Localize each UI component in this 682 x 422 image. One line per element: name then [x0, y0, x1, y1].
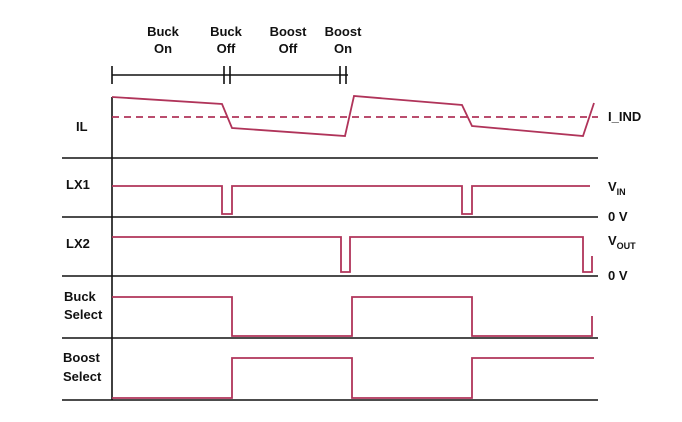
row-label-boost-select-line1: Boost — [63, 350, 101, 365]
phase-1-label-line1: Buck — [147, 24, 180, 39]
zero-v-label-lx1: 0 V — [608, 209, 628, 224]
i-ind-label: I_IND — [608, 109, 641, 124]
row-label-lx1: LX1 — [66, 177, 90, 192]
inductor-current-waveform — [111, 95, 595, 137]
lx2-waveform — [112, 236, 593, 273]
buck-select-waveform — [112, 296, 593, 337]
zero-v-label-lx2: 0 V — [608, 268, 628, 283]
phase-2-label-line2: Off — [217, 41, 236, 56]
vin-main: V — [608, 179, 617, 194]
phase-4-label-line2: On — [334, 41, 352, 56]
boost-select-waveform — [112, 357, 594, 399]
vin-label: VIN — [608, 179, 626, 197]
phase-3-label-line2: Off — [279, 41, 298, 56]
vin-subscript: IN — [617, 187, 626, 197]
phase-1-label-line2: On — [154, 41, 172, 56]
lx1-waveform — [112, 185, 590, 215]
row-label-lx2: LX2 — [66, 236, 90, 251]
phase-4-label-line1: Boost — [325, 24, 363, 39]
row-label-boost-select-line2: Select — [63, 369, 102, 384]
row-label-buck-select-line1: Buck — [64, 289, 97, 304]
row-label-il: IL — [76, 119, 88, 134]
phase-bracket — [111, 66, 348, 84]
row-label-buck-select-line2: Select — [64, 307, 103, 322]
phase-2-label-line1: Buck — [210, 24, 243, 39]
diagram-grid — [62, 97, 598, 401]
vout-subscript: OUT — [617, 241, 637, 251]
vout-main: V — [608, 233, 617, 248]
vout-label: VOUT — [608, 233, 636, 251]
phase-3-label-line1: Boost — [270, 24, 308, 39]
